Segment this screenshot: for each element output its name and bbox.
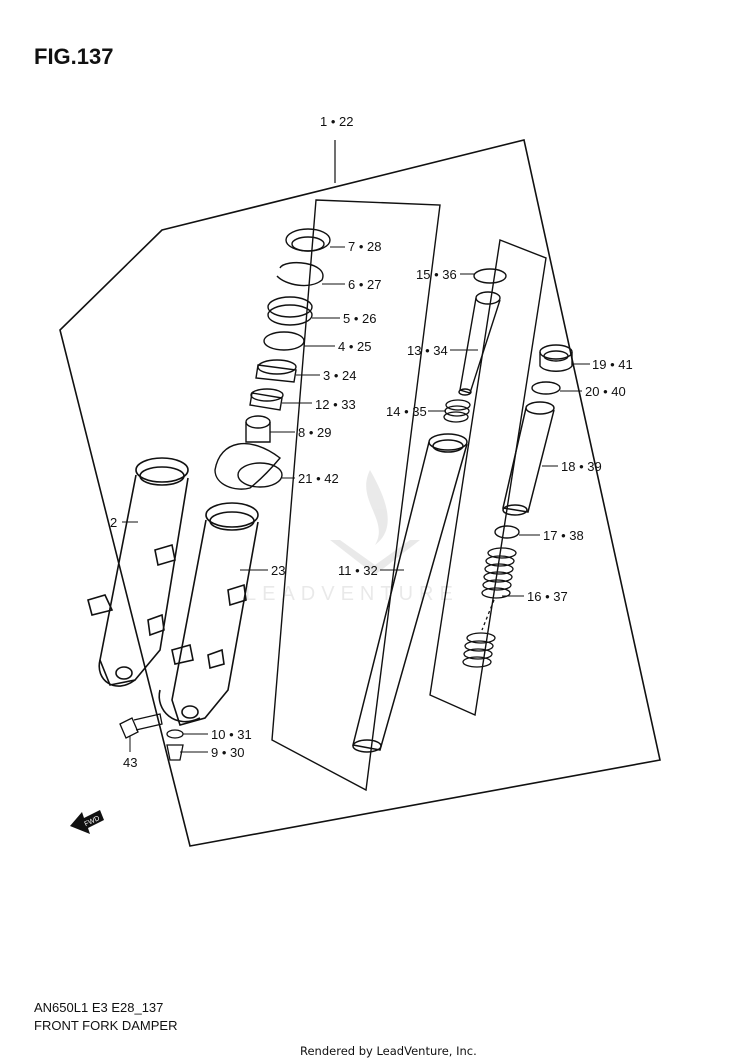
spacer-tube [502, 401, 555, 516]
callout-13-34: 13 • 34 [407, 343, 448, 358]
callout-10-31: 10 • 31 [211, 727, 252, 742]
callout-20-40: 20 • 40 [585, 384, 626, 399]
spring-washer [494, 525, 520, 539]
leader-lines [122, 246, 590, 753]
callout-9-30: 9 • 30 [211, 745, 244, 760]
damper-cylinder [352, 433, 468, 753]
callout-2: 2 [110, 515, 117, 530]
drain-bolt [166, 729, 184, 761]
watermark-logo: LEADVENTURE [245, 470, 459, 605]
fwd-arrow-icon: FWD [70, 810, 104, 834]
seal-stack [214, 228, 331, 490]
callout-14-35: 14 • 35 [386, 404, 427, 419]
callout-43: 43 [123, 755, 137, 770]
outer-tube-right [158, 502, 259, 726]
callout-15-36: 15 • 36 [416, 267, 457, 282]
callout-16-37: 16 • 37 [527, 589, 568, 604]
figure-title: FIG.137 [34, 44, 114, 69]
callout-23: 23 [271, 563, 285, 578]
watermark-text: LEADVENTURE [245, 583, 459, 605]
model-code: AN650L1 E3 E28_137 [34, 1000, 164, 1015]
callout-6-27: 6 • 27 [348, 277, 381, 292]
damper-frame [271, 199, 441, 792]
callout-3-24: 3 • 24 [323, 368, 356, 383]
rebound-spring [443, 399, 471, 423]
render-credit: Rendered by LeadVenture, Inc. [300, 1044, 477, 1058]
callout-4-25: 4 • 25 [338, 339, 371, 354]
callout-8-29: 8 • 29 [298, 425, 331, 440]
cap-bolt [531, 344, 573, 395]
callout-1-22: 1 • 22 [320, 114, 353, 129]
callout-7-28: 7 • 28 [348, 239, 381, 254]
callout-21-42: 21 • 42 [298, 471, 339, 486]
piston-rod [458, 268, 507, 396]
outer-tube-left [87, 457, 189, 687]
callout-18-39: 18 • 39 [561, 459, 602, 474]
callout-12-33: 12 • 33 [315, 397, 356, 412]
section-name: FRONT FORK DAMPER [34, 1018, 178, 1033]
fork-spring [462, 547, 517, 668]
callout-5-26: 5 • 26 [343, 311, 376, 326]
assembly-frame [59, 139, 661, 847]
callout-11-32: 11 • 32 [338, 563, 378, 578]
axle-bolt [119, 713, 163, 739]
callout-19-41: 19 • 41 [592, 357, 633, 372]
spring-frame [429, 239, 547, 717]
callout-17-38: 17 • 38 [543, 528, 584, 543]
